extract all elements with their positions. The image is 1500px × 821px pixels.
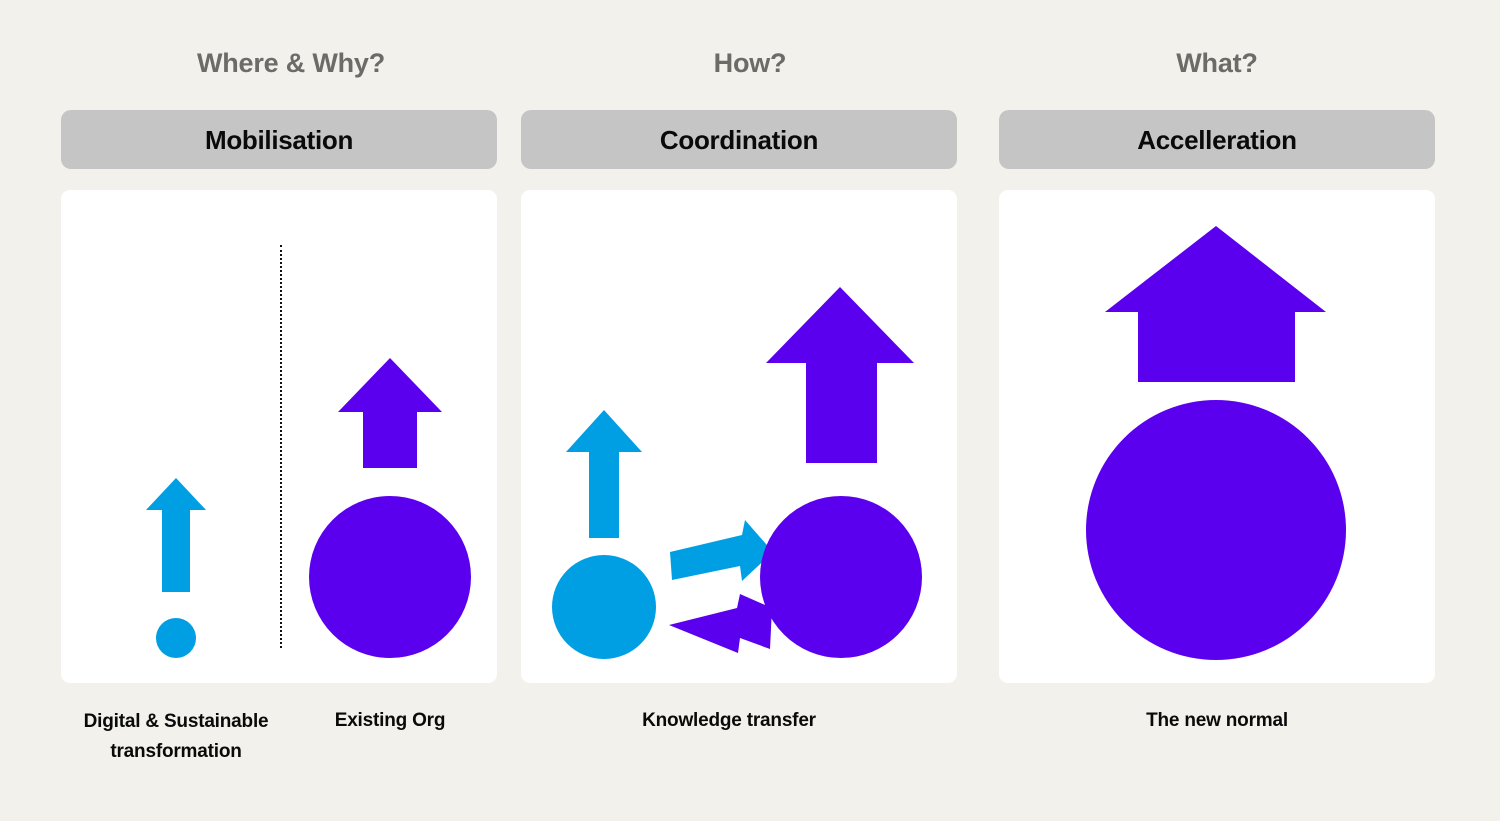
column-question-what: What? [1176, 48, 1258, 78]
stage-header-mobilisation[interactable]: Mobilisation [61, 110, 497, 169]
caption-knowledge-transfer: Knowledge transfer [642, 710, 816, 731]
medium-blue-circle-icon [552, 555, 656, 659]
column-question-where-why: Where & Why? [196, 48, 386, 78]
caption-digital-sustainable-transformation: Digital & Sustainable transformation [83, 711, 269, 763]
stage-label-mobilisation: Mobilisation [204, 124, 354, 155]
panel-coordination[interactable] [521, 190, 957, 683]
stage-label-accelleration: Accelleration [1137, 124, 1297, 155]
panel-accelleration[interactable] [999, 190, 1435, 683]
blue-arrow-right-icon [670, 520, 773, 581]
large-purple-arrow-up-icon [1105, 226, 1326, 382]
stage-label-coordination: Coordination [659, 124, 819, 155]
medium-purple-arrow-up-icon [338, 358, 442, 468]
small-blue-arrow-up-icon [146, 478, 206, 592]
stage-header-accelleration[interactable]: Accelleration [999, 110, 1435, 169]
purple-arrow-left-icon [669, 594, 772, 653]
caption-existing-org: Existing Org [334, 710, 446, 731]
medium-purple-circle-icon [309, 496, 471, 658]
small-blue-circle-icon [156, 618, 196, 658]
medium-purple-circle-icon [760, 496, 922, 658]
dotted-divider-icon [280, 245, 282, 648]
caption-the-new-normal: The new normal [1146, 710, 1288, 731]
stage-header-coordination[interactable]: Coordination [521, 110, 957, 169]
medium-blue-arrow-up-icon [566, 410, 642, 538]
large-purple-circle-icon [1086, 400, 1346, 660]
column-question-how: How? [713, 48, 787, 78]
large-purple-arrow-up-icon [766, 287, 914, 463]
panel-mobilisation[interactable] [61, 190, 497, 683]
